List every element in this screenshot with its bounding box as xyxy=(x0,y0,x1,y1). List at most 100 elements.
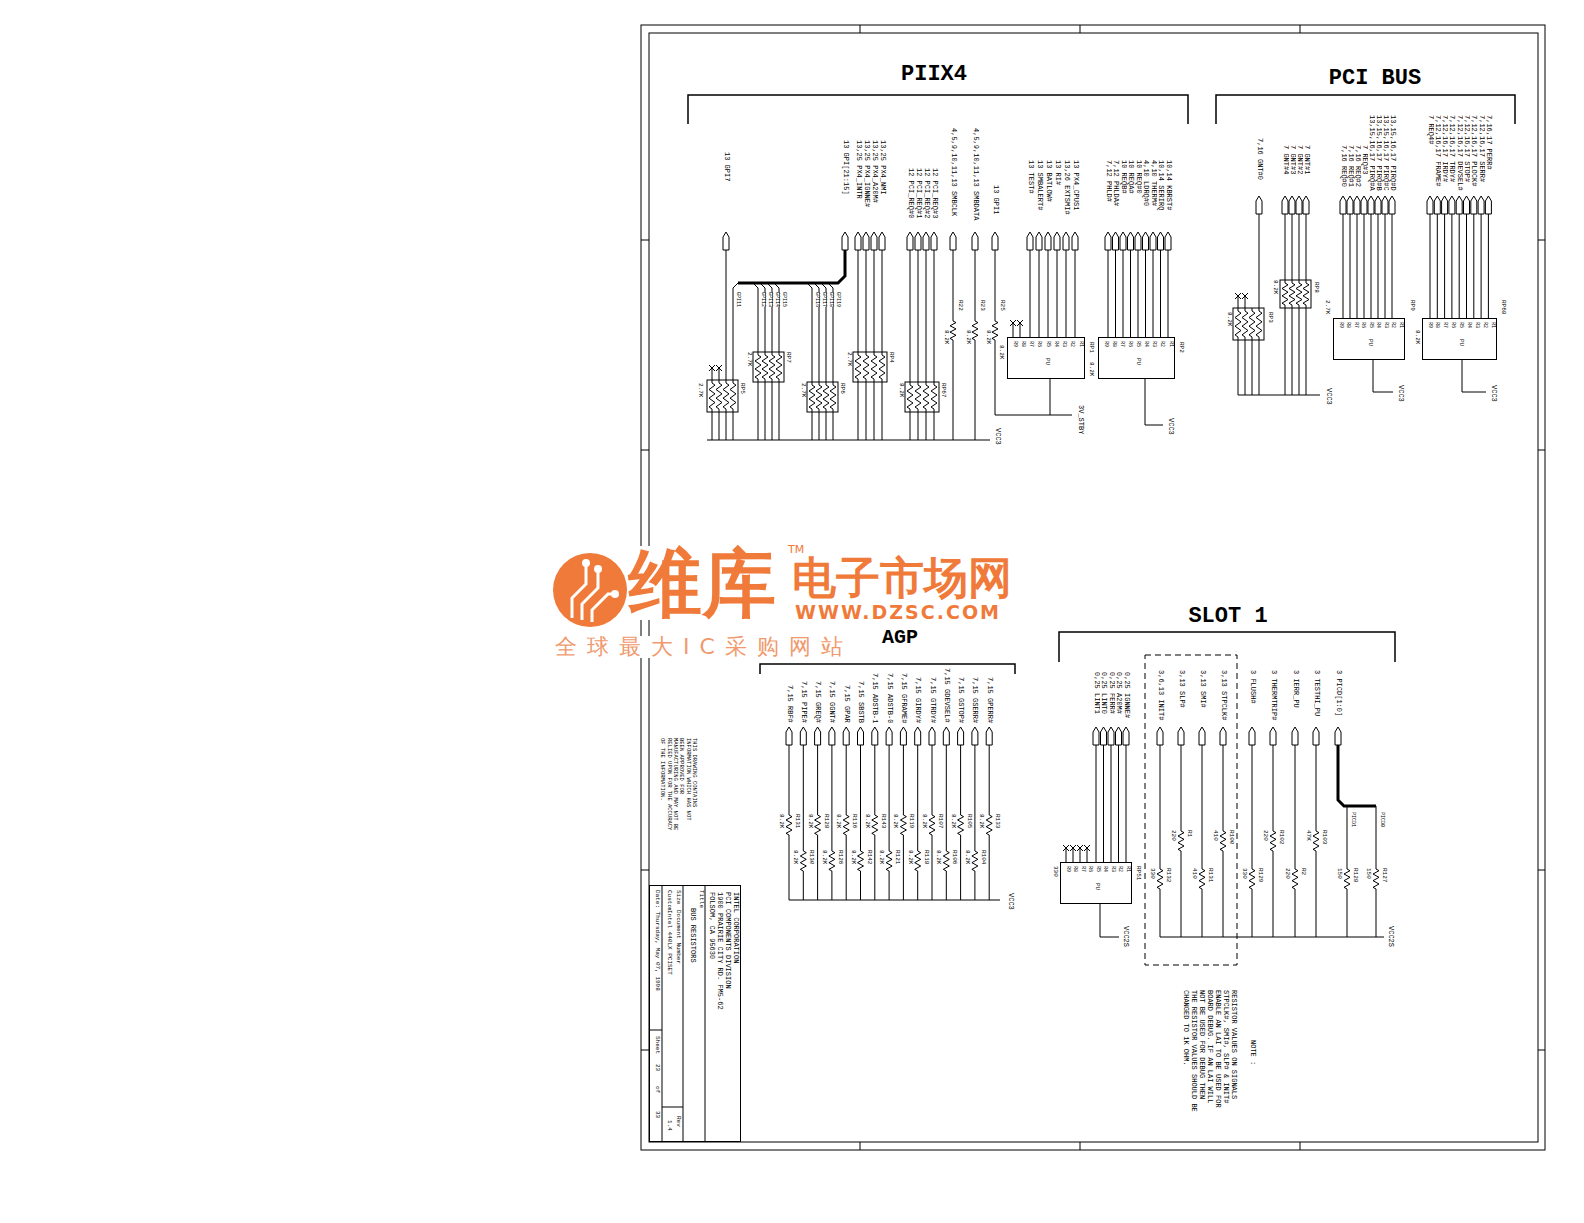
signal-label: 3,6,13 INIT# xyxy=(1157,670,1164,720)
wire xyxy=(712,412,713,440)
signal-label: 7 REQ#3 xyxy=(1361,145,1368,174)
pin-label: R1 xyxy=(1490,322,1495,328)
part-label: R104 xyxy=(980,850,986,864)
resistor-symbol xyxy=(755,352,761,382)
connector-symbol xyxy=(1123,727,1129,745)
resistor-symbol xyxy=(1178,828,1184,854)
resistor-symbol xyxy=(931,382,937,412)
wire xyxy=(1080,848,1081,862)
signal-label: 13 RI# xyxy=(1054,160,1061,185)
no-connect-mark xyxy=(1242,293,1248,299)
connector-symbol xyxy=(972,727,978,745)
part-label: 150 xyxy=(1336,868,1342,879)
wire xyxy=(1202,745,1203,866)
wire xyxy=(1245,296,1246,308)
wire xyxy=(1030,250,1031,337)
part-label: R103 xyxy=(1321,830,1327,844)
wire xyxy=(814,283,819,382)
wire xyxy=(946,745,947,848)
resistor-symbol xyxy=(815,812,821,838)
wire xyxy=(1306,214,1307,280)
signal-label: 13 SMBALERT# xyxy=(1036,160,1043,210)
signal-label: 10 REQA# xyxy=(1127,160,1134,194)
signal-label: 3,13 STPCLK# xyxy=(1220,670,1227,720)
title-block-divider xyxy=(649,1030,662,1031)
part-label: 8.2K xyxy=(807,814,813,828)
wire xyxy=(826,412,827,440)
wire xyxy=(1057,250,1058,337)
part-label: 220 xyxy=(1284,868,1290,879)
power-label: VCC2S xyxy=(1122,926,1129,947)
connector-symbol xyxy=(1143,232,1149,250)
wire xyxy=(953,250,954,318)
resistor-symbol xyxy=(1220,828,1226,854)
wire xyxy=(918,250,919,382)
wire xyxy=(1295,892,1296,937)
resistor-symbol xyxy=(863,352,869,382)
signal-label: 7,12,16,17 DEVSEL# xyxy=(1456,115,1463,191)
part-label: 8.2K xyxy=(821,850,827,864)
connector-symbol xyxy=(1289,196,1295,214)
pack-type: PU xyxy=(1458,339,1464,346)
signal-label: 13,25 PX4_NMI xyxy=(879,140,886,195)
pin-label: R8 xyxy=(1345,322,1350,328)
wire xyxy=(753,283,758,352)
resistor-symbol xyxy=(879,352,885,382)
signal-label: 3,13 SLP# xyxy=(1178,670,1185,708)
wire xyxy=(833,412,834,440)
wire xyxy=(934,412,935,440)
connector-symbol xyxy=(1471,196,1477,214)
signal-label: 7,15 ADSTB-1 xyxy=(871,673,878,723)
part-label: RP3 xyxy=(1267,312,1273,323)
wire xyxy=(846,838,847,900)
part-label: RP2 xyxy=(1178,342,1184,353)
part-label: 8.2K xyxy=(921,814,927,828)
pin-label: R9 xyxy=(1012,341,1017,347)
wire xyxy=(874,382,875,440)
connector-symbol xyxy=(855,232,861,250)
wire xyxy=(1118,745,1119,862)
connector-symbol xyxy=(1296,196,1302,214)
pin-label: R5 xyxy=(1045,341,1050,347)
frame-tick xyxy=(1538,450,1545,451)
title-block-text: 33 xyxy=(654,1111,660,1118)
no-connect-mark xyxy=(1084,845,1090,851)
signal-label: 0,25 A20M# xyxy=(1115,672,1122,714)
section-title: PIIX4 xyxy=(901,64,967,86)
wire xyxy=(1376,892,1377,937)
net-label: PICD0 xyxy=(1379,812,1384,827)
pin-label: R9 xyxy=(1065,866,1070,872)
wire xyxy=(1160,745,1161,866)
connector-symbol xyxy=(1354,196,1360,214)
pack-type: PU xyxy=(1044,358,1050,365)
wire xyxy=(1376,806,1377,866)
part-label: R133 xyxy=(994,814,1000,828)
wire xyxy=(1126,745,1127,862)
wire xyxy=(719,368,720,380)
logo-trace xyxy=(582,572,598,620)
resistor-symbol xyxy=(1249,308,1255,340)
part-label: 8.2K xyxy=(985,330,991,344)
wire xyxy=(1130,250,1131,337)
resistor-symbol xyxy=(915,382,921,412)
resistor-symbol xyxy=(843,812,849,838)
part-label: 8.2K xyxy=(1088,362,1094,376)
part-label: RP51 xyxy=(1135,866,1141,880)
part-label: 8.2K xyxy=(778,814,784,828)
connector-symbol xyxy=(1150,232,1156,250)
wire xyxy=(1347,892,1348,937)
connector-symbol xyxy=(1256,196,1262,214)
pin-label: R2 xyxy=(1069,341,1074,347)
connector-symbol xyxy=(1220,727,1226,745)
signal-label: 7 GNT#2 xyxy=(1296,145,1303,174)
signal-label: 7,15 SBSTB xyxy=(857,681,864,723)
signal-label: 3 THERMTRIP# xyxy=(1270,670,1277,720)
connector-symbol xyxy=(1292,727,1298,745)
wire xyxy=(1252,340,1253,395)
pin-label: R1 xyxy=(1398,322,1403,328)
wire xyxy=(989,745,990,812)
wire xyxy=(934,250,935,382)
wire xyxy=(903,745,904,812)
signal-label: 7,16,17 PERR# xyxy=(1485,115,1492,170)
